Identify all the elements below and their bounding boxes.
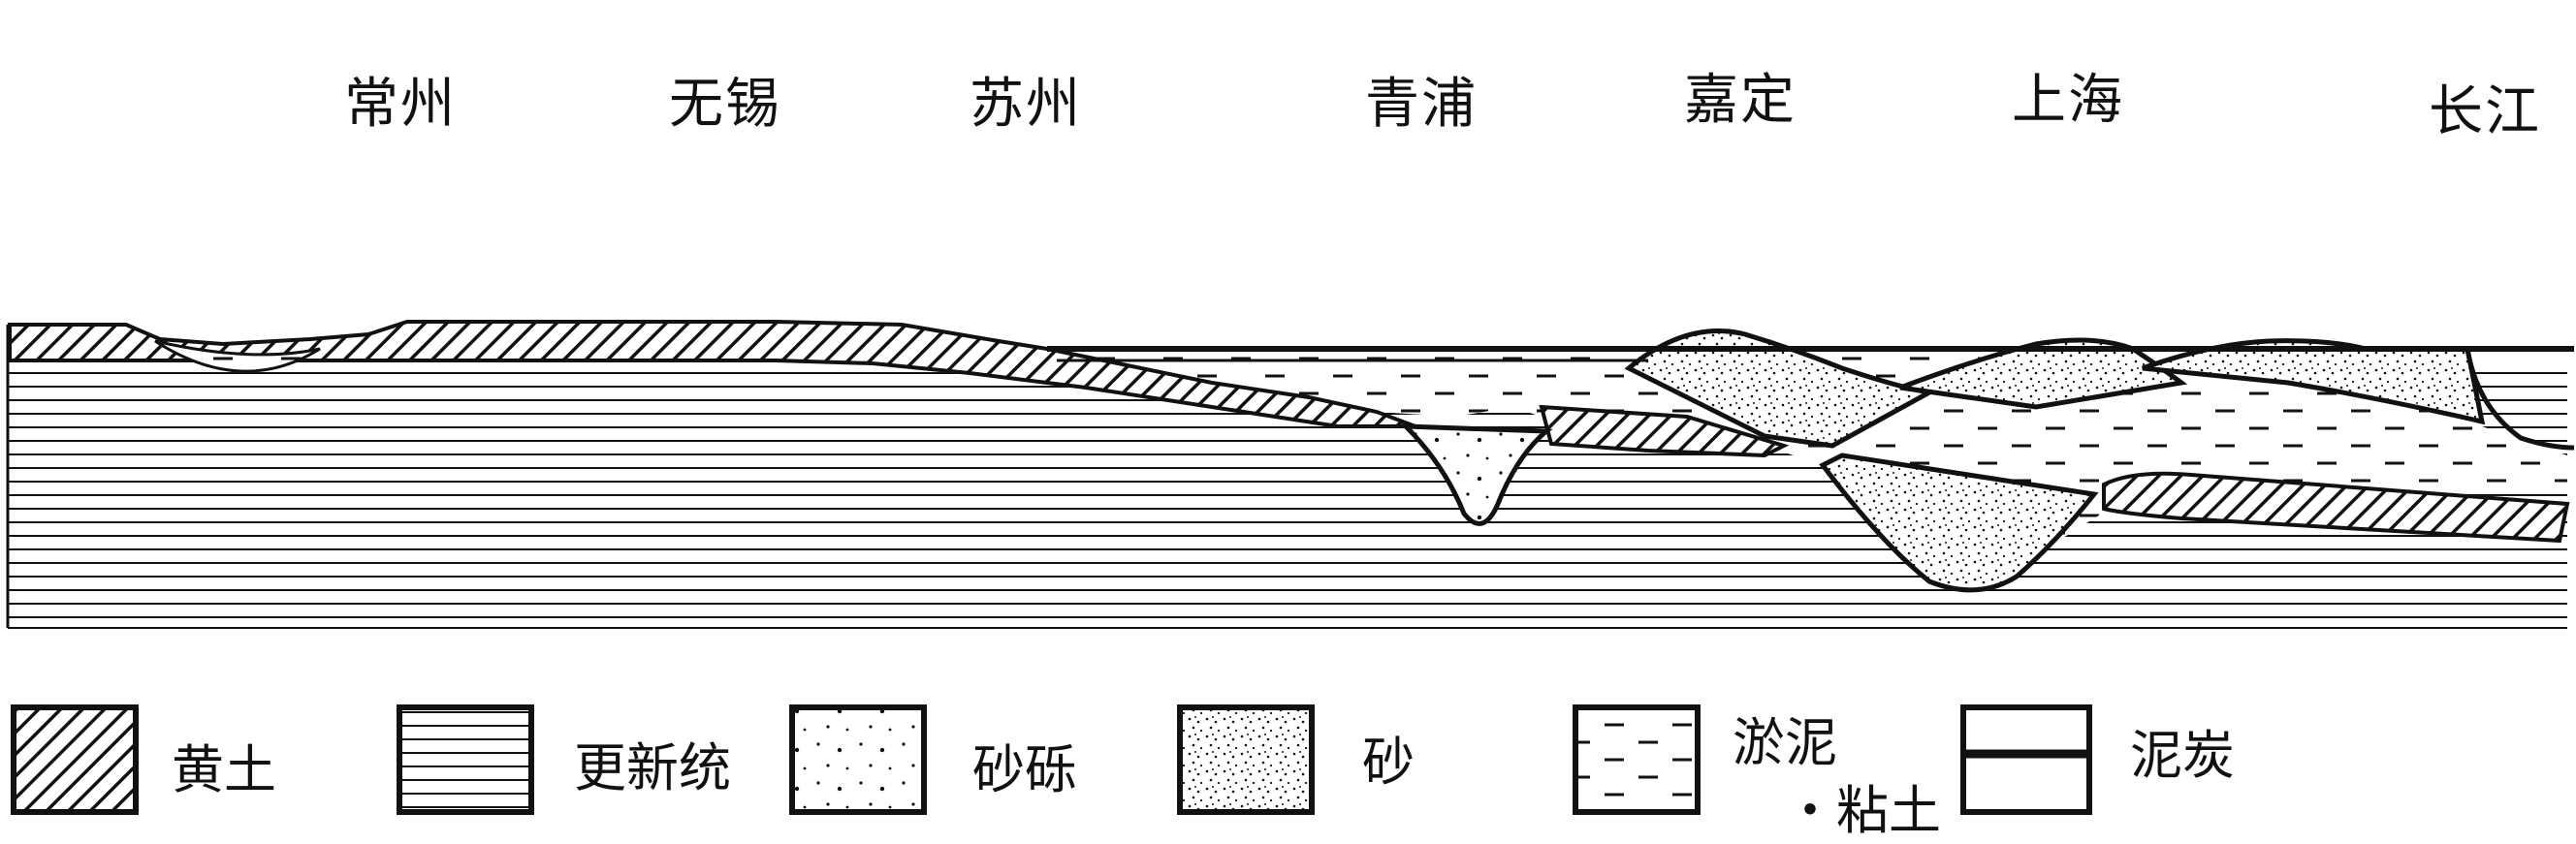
legend-label-silt: 淤泥: [1733, 712, 1837, 773]
legend-label-pleistocene: 更新统: [574, 737, 731, 798]
legend-swatch-silt-clay: [1573, 704, 1701, 815]
legend-swatch-peat: [1960, 704, 2092, 815]
loess-layer-middle: [1539, 404, 1790, 458]
loess-layer-west: [8, 320, 1416, 428]
place-label-shanghai: 上海: [2012, 69, 2124, 132]
legend-swatch-loess: [11, 704, 139, 815]
legend-label-sand: 砂: [1362, 732, 1415, 793]
place-label-wuxi: 无锡: [669, 73, 781, 136]
place-label-suzhou: 苏州: [970, 73, 1082, 136]
legend-label-peat: 泥炭: [2130, 725, 2235, 786]
shanghai-channel: [1819, 453, 2099, 593]
legend-swatch-pleistocene: [397, 704, 534, 815]
legend-swatch-gravel: [789, 704, 927, 815]
legend-swatch-sand: [1177, 704, 1315, 815]
yangtze-bank: [2465, 348, 2575, 451]
qingpu-channel: [1399, 423, 1553, 526]
legend-label-clay: ・粘土: [1784, 780, 1941, 841]
place-label-changzhou: 常州: [344, 73, 457, 136]
place-label-qingpu: 青浦: [1365, 73, 1478, 136]
silt-clay-body: [1047, 349, 2567, 591]
legend-label-loess: 黄土: [172, 739, 276, 800]
loess-layer-east: [2102, 471, 2570, 544]
place-label-jiading: 嘉定: [1684, 69, 1797, 132]
legend-label-gravel: 砂砾: [972, 739, 1077, 800]
changzhou-lens: [154, 339, 321, 373]
place-label-changjiang: 长江: [2429, 80, 2541, 143]
